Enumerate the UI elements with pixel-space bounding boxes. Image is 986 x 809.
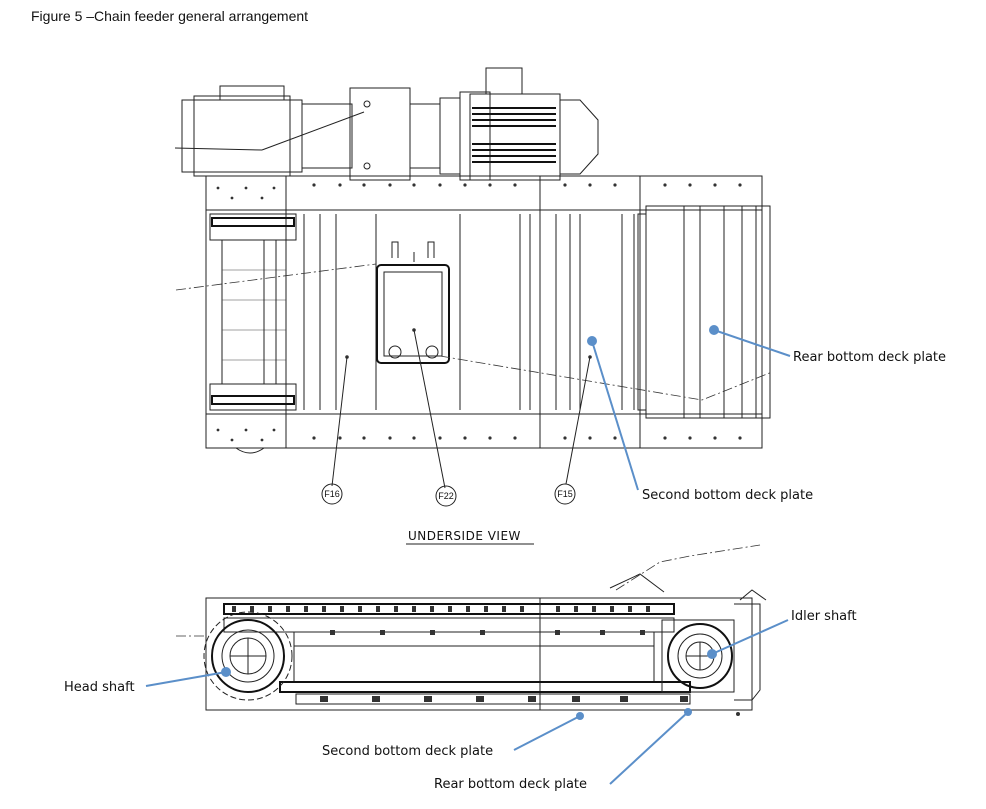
figure-caption: Figure 5 –Chain feeder general arrangeme… (31, 8, 309, 24)
head-shaft-sprocket (176, 611, 293, 701)
idler-shaft-sprocket (609, 544, 767, 716)
label-rear-deck-top: Rear bottom deck plate (793, 350, 946, 365)
balloon-f15: F15 (554, 483, 576, 505)
balloon-f22: F22 (435, 485, 457, 507)
label-rear-deck-bottom: Rear bottom deck plate (434, 777, 587, 792)
side-view (176, 544, 767, 716)
callout-second-deck-top: Second bottom deck plate (587, 336, 813, 503)
label-second-deck-top: Second bottom deck plate (642, 488, 813, 503)
deck-section-2 (555, 213, 647, 411)
drive-assembly (174, 67, 599, 181)
deck-section-1 (303, 214, 531, 410)
view-title: UNDERSIDE VIEW (408, 529, 521, 543)
callout-rear-deck-bottom: Rear bottom deck plate (434, 708, 692, 792)
callout-idler-shaft: Idler shaft (707, 609, 857, 659)
rear-deck-section (645, 205, 771, 419)
callout-rear-deck-top: Rear bottom deck plate (709, 325, 946, 365)
balloon-f16-label: F16 (324, 489, 340, 499)
feeder-frame-top (205, 175, 763, 449)
balloon-f15-label: F15 (557, 489, 573, 499)
callout-second-deck-bottom: Second bottom deck plate (322, 712, 584, 759)
callout-head-shaft: Head shaft (64, 667, 231, 695)
label-idler-shaft: Idler shaft (791, 609, 857, 624)
label-head-shaft: Head shaft (64, 680, 135, 695)
balloon-f22-label: F22 (438, 491, 454, 501)
top-view: F16 F22 F15 (174, 67, 773, 507)
head-sprocket-top (209, 213, 297, 454)
balloon-f16: F16 (321, 483, 343, 505)
label-second-deck-bottom: Second bottom deck plate (322, 744, 493, 759)
